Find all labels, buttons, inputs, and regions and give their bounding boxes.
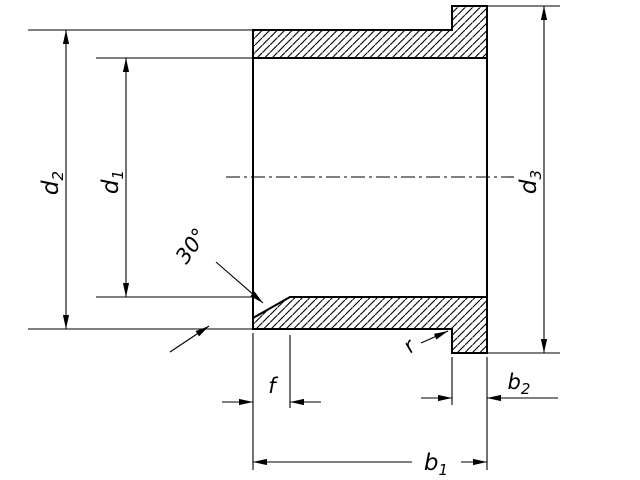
angle-leader-arrow-upper — [215, 261, 264, 304]
dimension-d3: d3 — [487, 5, 560, 354]
angle-leader-arrow-lower — [169, 325, 210, 353]
dimension-d1: d1 — [96, 57, 253, 298]
lower-wall-section-with-chamfer — [252, 296, 488, 354]
dimension-f: f — [222, 335, 321, 408]
dimension-d2: d2 — [28, 29, 253, 330]
label-f: f — [268, 374, 279, 398]
label-d3: d3 — [516, 170, 545, 194]
label-b2: b2 — [508, 370, 531, 398]
label-b1: b1 — [424, 450, 448, 479]
dimension-b2: b2 — [421, 357, 558, 405]
label-d2: d2 — [38, 171, 67, 195]
label-d1: d1 — [98, 170, 127, 194]
radius-leader-arrow — [420, 330, 449, 344]
dimension-b1: b1 — [252, 333, 488, 479]
